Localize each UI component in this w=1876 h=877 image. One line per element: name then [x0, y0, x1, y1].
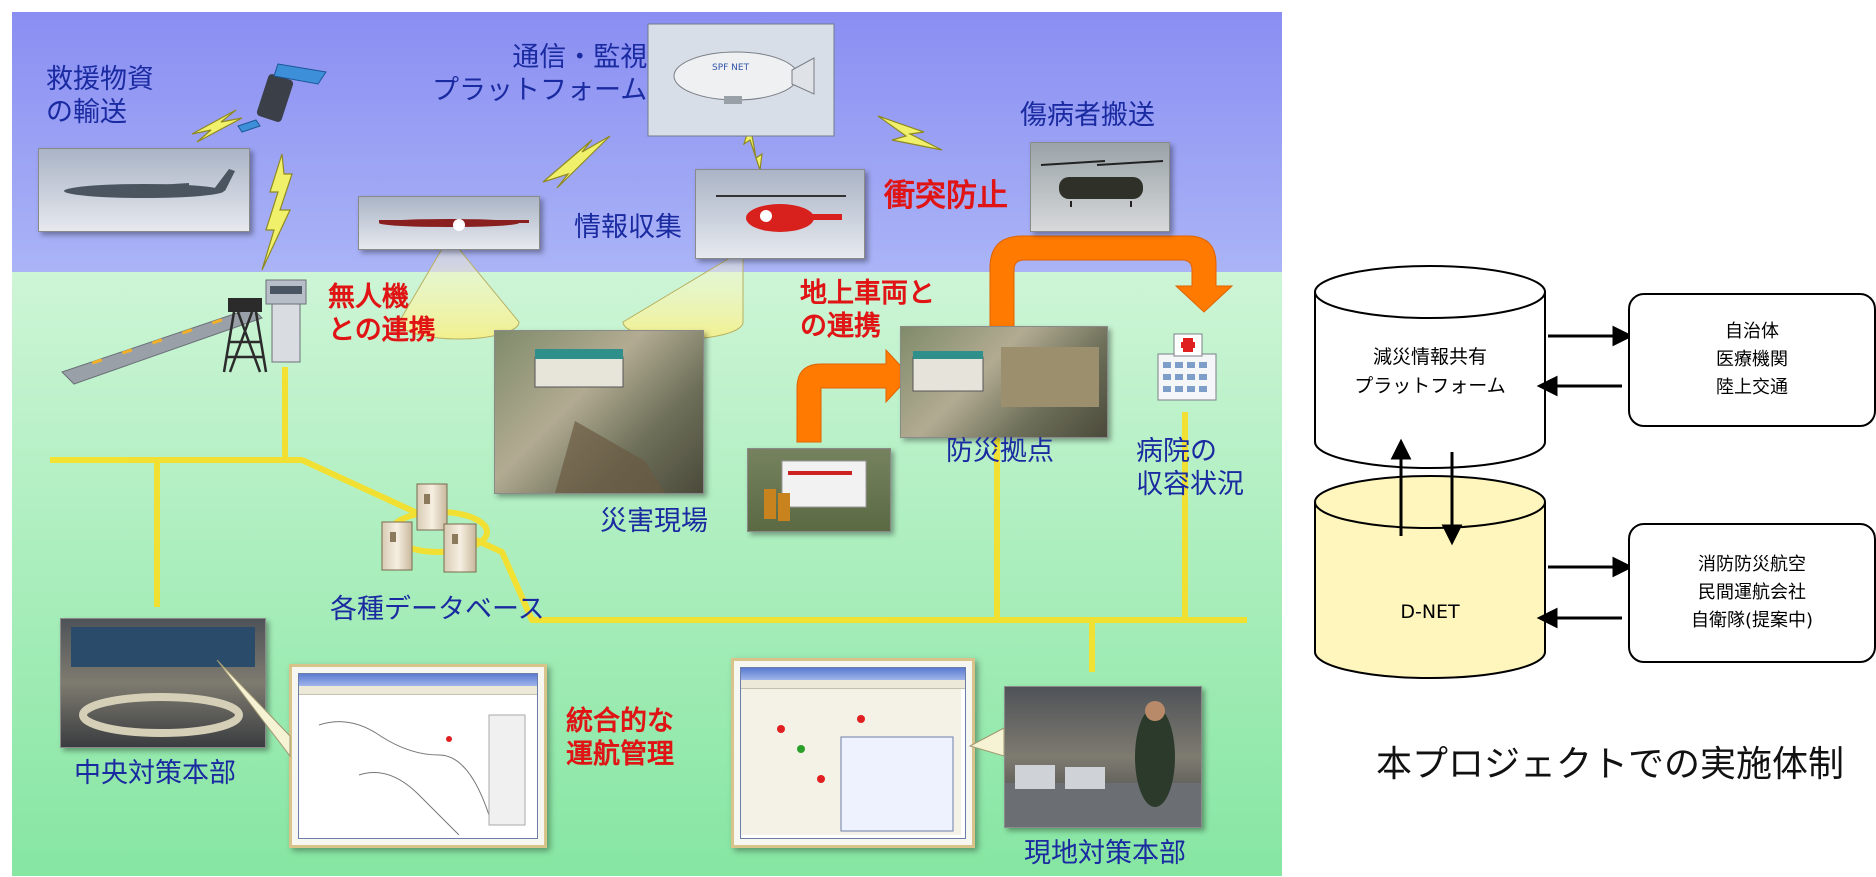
cargo-plane-photo: [38, 148, 250, 232]
ops-screen-left: [289, 664, 547, 848]
label-hospital-status: 病院の 収容状況: [1136, 436, 1244, 500]
partners-top-label: 自治体 医療機関 陸上交通: [1716, 321, 1788, 398]
partners-bottom-label: 消防防災航空 民間運航会社 自衛隊(提案中): [1690, 554, 1814, 631]
arrow-icon: [796, 235, 1234, 443]
server-icon: [381, 483, 477, 573]
label-local-hq: 現地対策本部: [1024, 838, 1186, 869]
label-ground-vehicle-link: 地上車両と の連携: [800, 278, 935, 342]
operations-illustration: SPF NET: [12, 12, 1282, 876]
label-integrated-ops: 統合的な 運航管理: [566, 706, 674, 770]
org-diagram: [1314, 265, 1634, 679]
svg-text:SPF NET: SPF NET: [712, 63, 750, 73]
arrow-icon: [1536, 556, 1634, 629]
helicopter-photo: [695, 169, 865, 259]
ambulance-photo: [747, 448, 891, 532]
label-central-hq: 中央対策本部: [74, 758, 236, 789]
label-info-collection: 情報収集: [574, 212, 682, 243]
uav-photo: [358, 196, 540, 250]
hospital-icon: [1157, 333, 1217, 401]
partners-bottom-box: 消防防災航空 民間運航会社 自衛隊(提案中): [1628, 523, 1876, 663]
diagram-caption: 本プロジェクトでの実施体制: [1376, 744, 1845, 785]
platform-cylinder: [1314, 265, 1546, 469]
chinook-photo: [1030, 142, 1170, 232]
disaster-site-photo: [494, 330, 704, 494]
disaster-base-photo: [900, 326, 1108, 438]
local-hq-photo: [1004, 686, 1202, 828]
label-uav-link: 無人機 との連携: [328, 282, 436, 346]
label-relief-supplies: 救援物資 の輸送: [46, 64, 154, 128]
airship-icon: SPF NET: [647, 23, 835, 137]
airport-tower-icon: [222, 279, 307, 373]
label-databases: 各種データベース: [330, 594, 545, 625]
label-disaster-site: 災害現場: [600, 506, 708, 537]
platform-label: 減災情報共有 プラットフォーム: [1354, 346, 1506, 398]
arrow-icon: [1390, 438, 1463, 546]
label-collision-avoid: 衝突防止: [884, 178, 1008, 214]
satellite-icon: [237, 63, 327, 133]
ops-screen-right: [731, 658, 975, 848]
runway: [61, 307, 263, 385]
label-comm-platform: 通信・監視 プラットフォーム: [432, 42, 648, 106]
dnet-label: D-NET: [1400, 601, 1460, 623]
arrow-icon: [1536, 325, 1634, 397]
central-hq-photo: [60, 618, 266, 748]
label-patient-transport: 傷病者搬送: [1020, 100, 1155, 131]
partners-top-box: 自治体 医療機関 陸上交通: [1628, 293, 1876, 427]
label-disaster-base: 防災拠点: [946, 436, 1054, 467]
dnet-cylinder: [1314, 475, 1546, 679]
sensor-beam: [398, 236, 520, 340]
